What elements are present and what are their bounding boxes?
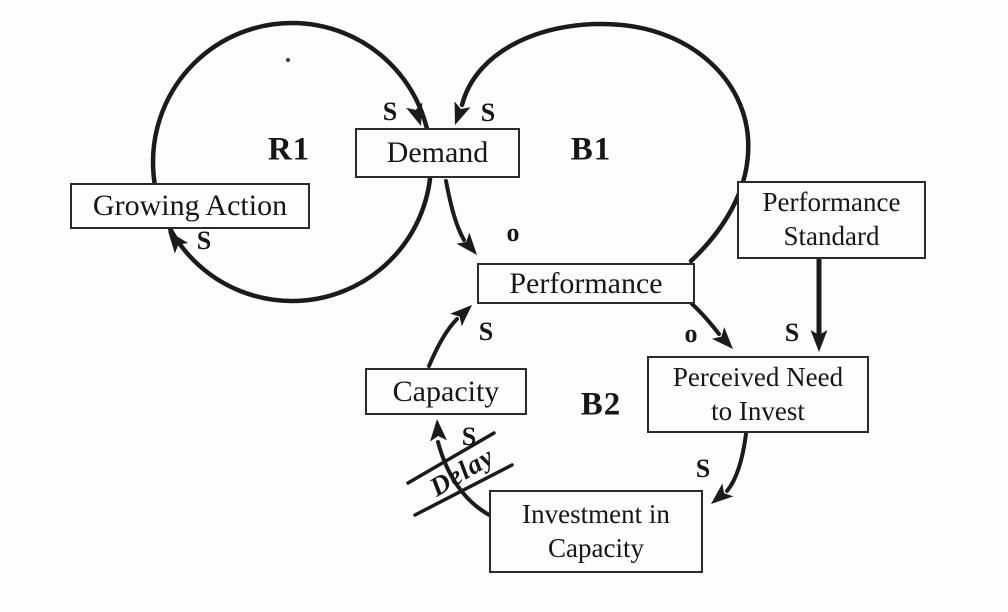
loop-label-b2: B2 — [580, 386, 622, 423]
arrowhead-performance-standard-to-perceived-need — [810, 330, 828, 352]
arrowhead-investment-to-capacity — [430, 419, 448, 442]
node-growing-action: Growing Action — [70, 183, 310, 229]
link-perceived-need-to-investment-arc — [725, 432, 748, 493]
polarity-performance-to-demand: S — [480, 98, 496, 127]
link-demand-to-performance-arc — [444, 179, 466, 242]
node-investment-in-capacity: Investment in Capacity — [489, 490, 703, 573]
link-capacity-to-performance-arc — [427, 317, 459, 368]
node-perceived-need-line2: to Invest — [711, 395, 805, 426]
polarity-demand-to-growing-action: S — [196, 226, 212, 255]
arrowhead-demand-to-growing-action — [168, 231, 189, 254]
scan-speck — [286, 58, 290, 62]
arrowhead-capacity-to-performance — [450, 305, 472, 327]
arrowhead-performance-to-perceived-need — [711, 327, 733, 349]
polarity-demand-to-performance: o — [506, 218, 520, 247]
node-growing-action-label: Growing Action — [92, 189, 288, 223]
node-performance-standard-line1: Performance — [762, 187, 901, 218]
polarity-perceived-need-to-investment: S — [695, 454, 711, 483]
node-investment-line2: Capacity — [548, 532, 644, 563]
delay-hash-mark-2 — [413, 463, 514, 517]
arrowhead-perceived-need-to-investment — [711, 483, 734, 504]
node-performance-label: Performance — [509, 266, 663, 300]
polarity-capacity-to-performance: S — [478, 317, 494, 346]
node-perceived-need: Perceived Need to Invest — [647, 356, 869, 433]
loop-label-r1: R1 — [267, 131, 311, 168]
loop-label-b1: B1 — [570, 131, 612, 168]
link-performance-to-perceived-need-arc — [690, 302, 721, 336]
polarity-performance-standard-to-perceived-need: S — [784, 318, 800, 347]
polarity-performance-to-perceived-need: o — [684, 319, 698, 348]
node-perceived-need-line1: Perceived Need — [672, 361, 844, 392]
node-performance-standard: Performance Standard — [737, 181, 926, 259]
node-performance: Performance — [477, 263, 695, 304]
polarity-growing-action-to-demand: S — [382, 97, 398, 126]
node-investment-line1: Investment in — [522, 498, 670, 529]
polarity-investment-to-capacity: S — [461, 422, 477, 451]
node-demand-label: Demand — [386, 136, 489, 170]
arrowhead-performance-to-demand — [454, 101, 471, 125]
link-investment-to-capacity-arc — [436, 440, 495, 519]
node-capacity-label: Capacity — [392, 374, 500, 408]
arrowhead-demand-to-performance — [456, 232, 477, 255]
delay-hash-mark-1 — [406, 431, 496, 485]
node-capacity: Capacity — [365, 368, 527, 415]
arrowhead-growing-action-to-demand — [406, 102, 423, 126]
node-performance-standard-line2: Standard — [783, 221, 880, 251]
node-demand: Demand — [355, 128, 520, 178]
